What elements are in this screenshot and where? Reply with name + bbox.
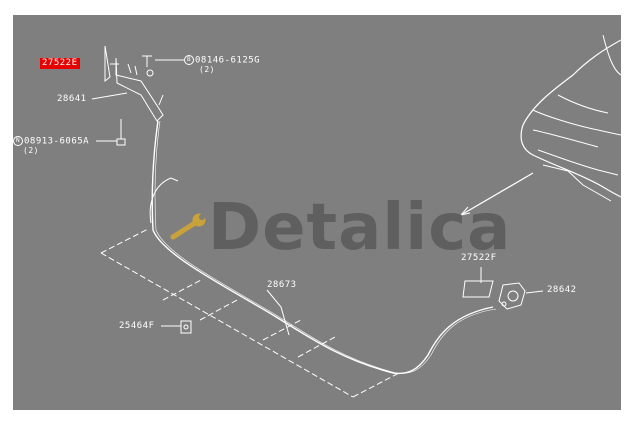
actuator-28642	[498, 282, 526, 310]
part-label-27522F[interactable]: 27522F	[461, 253, 497, 263]
b-circle-icon: B	[184, 55, 194, 65]
part-qty-08146: (2)	[199, 65, 215, 74]
part-label-28641[interactable]: 28641	[57, 94, 87, 104]
part-qty-08913: (2)	[23, 146, 39, 155]
part-label-28642[interactable]: 28642	[547, 285, 577, 295]
n-circle-icon: N	[13, 136, 23, 146]
part-label-28673[interactable]: 28673	[267, 280, 297, 290]
bolt-08146	[142, 55, 152, 67]
location-arrow	[460, 172, 534, 216]
watermark: Detalica	[208, 191, 512, 265]
bracket-28641	[115, 57, 164, 122]
dashed-outline	[100, 228, 400, 398]
part-label-25464F[interactable]: 25464F	[119, 321, 155, 331]
car-body-outline	[520, 39, 621, 198]
fuel-lid-part	[104, 45, 111, 83]
grommet-25464F	[180, 320, 192, 334]
diagram-drawing	[91, 34, 621, 398]
wrench-icon	[170, 213, 206, 240]
part-label-27522E[interactable]: 27522E	[40, 58, 80, 69]
part-27522F	[462, 280, 494, 298]
clip-08913	[116, 138, 126, 146]
main-cable	[151, 120, 494, 375]
